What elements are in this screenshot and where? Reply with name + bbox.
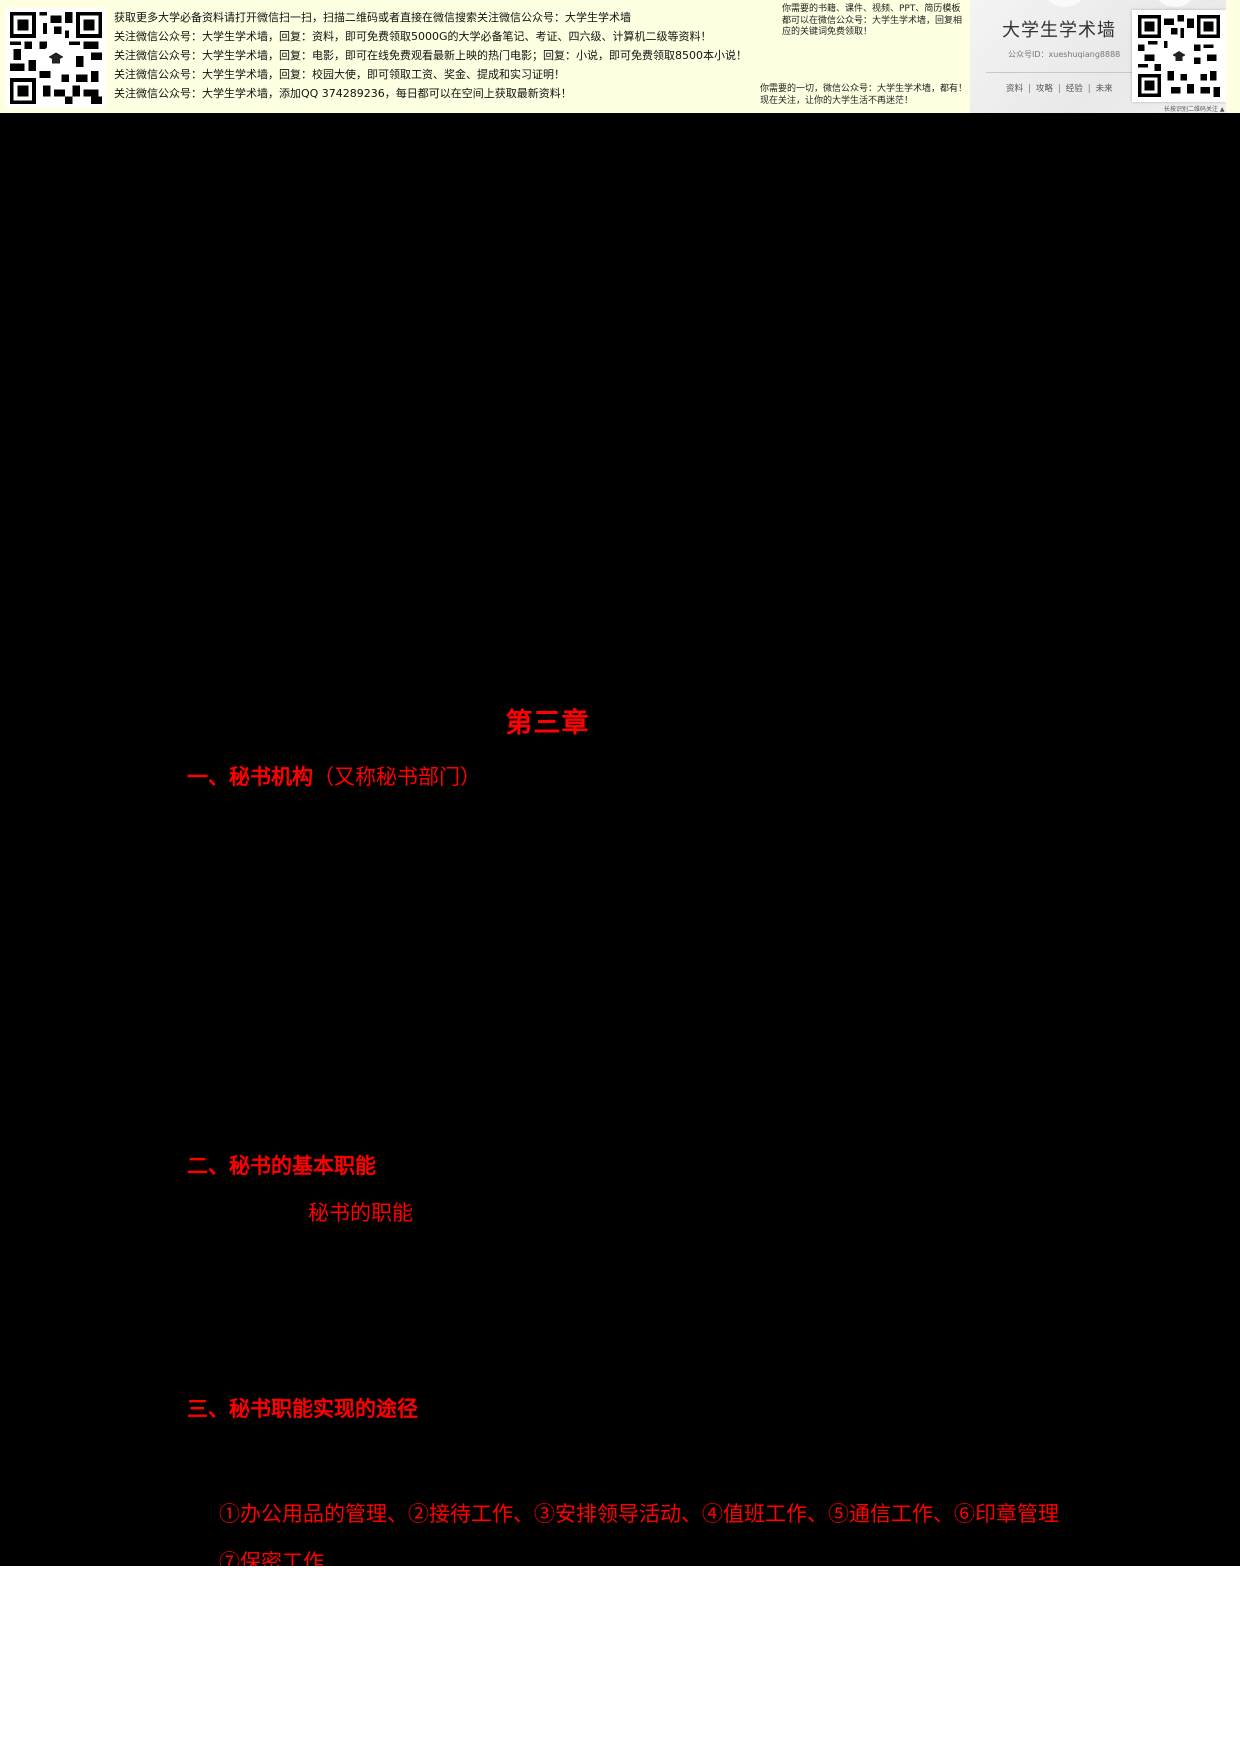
brand-nav-item: 未来 <box>1095 84 1113 94</box>
qr-code-left <box>6 8 106 108</box>
section-title: 秘书的基本职能 <box>229 1153 376 1178</box>
section-heading-3: 三、秘书职能实现的途径 <box>187 1393 418 1423</box>
section-title: 秘书机构 <box>229 764 313 789</box>
side-note-line: 你需要的书籍、课件、视频、PPT、简历模板 <box>782 4 961 14</box>
page-margin-bottom <box>0 1566 1240 1754</box>
section-title: 秘书职能实现的途径 <box>229 1396 418 1421</box>
promo-line: 关注微信公众号：大学生学术墙，添加QQ 374289236，每日都可以在空间上获… <box>114 87 572 100</box>
brand-nav-item: 资料 <box>1006 84 1024 94</box>
qr-caption: 长按识别二维码关注 ▲ <box>1164 106 1225 113</box>
side-note-line: 你需要的一切，微信公众号：大学生学术墙，都有！ <box>760 84 968 94</box>
qr-code-icon <box>10 12 102 104</box>
banner-edge <box>1226 0 1240 113</box>
promo-line: 关注微信公众号：大学生学术墙，回复：校园大使，即可领取工资、奖金、提成和实习证明… <box>114 68 565 81</box>
side-note-line: 应的关键词免费领取！ <box>782 27 873 37</box>
subheading: 秘书的职能 <box>308 1201 413 1225</box>
brand-nav-item: 经验 <box>1065 84 1083 94</box>
section-number: 一、 <box>187 764 229 789</box>
side-note-line: 都可以在微信公众号：大学生学术墙，回复相 <box>782 15 963 26</box>
promo-line: 关注微信公众号：大学生学术墙，回复：电影，即可在线免费观看最新上映的热门电影；回… <box>114 49 747 62</box>
separator: | <box>1028 84 1031 94</box>
qr-code-right <box>1132 10 1226 102</box>
promo-side-note-top: 你需要的书籍、课件、视频、PPT、简历模板 都可以在微信公众号：大学生学术墙，回… <box>782 4 972 39</box>
promo-text-lines: 获取更多大学必备资料请打开微信扫一扫，扫描二维码或者直接在微信搜索关注微信公众号… <box>114 8 794 103</box>
promo-banner: 获取更多大学必备资料请打开微信扫一扫，扫描二维码或者直接在微信搜索关注微信公众号… <box>0 0 1240 113</box>
separator: | <box>1087 84 1091 94</box>
section-heading-2: 二、秘书的基本职能 <box>187 1150 376 1180</box>
promo-line: 关注微信公众号：大学生学术墙，回复：资料，即可免费领取5000G的大学必备笔记、… <box>114 30 712 43</box>
section-number: 二、 <box>187 1153 229 1178</box>
brand-nav: 资料 | 攻略 | 经验 | 未来 <box>1006 82 1113 94</box>
document-page: 第三章 一、秘书机构（又称秘书部门） 二、秘书的基本职能 秘书的职能 三、秘书职… <box>0 113 1240 1574</box>
divider <box>986 72 1136 73</box>
side-note-line: 现在关注，让你的大学生活不再迷茫！ <box>760 95 914 106</box>
separator: | <box>1057 84 1061 94</box>
promo-line: 获取更多大学必备资料请打开微信扫一扫，扫描二维码或者直接在微信搜索关注微信公众号… <box>114 11 631 24</box>
promo-side-note-bottom: 你需要的一切，微信公众号：大学生学术墙，都有！ 现在关注，让你的大学生活不再迷茫… <box>760 84 970 107</box>
brand-nav-item: 攻略 <box>1035 84 1053 94</box>
section-heading-1: 一、秘书机构（又称秘书部门） <box>187 761 481 791</box>
section-title-note: （又称秘书部门） <box>313 765 481 789</box>
chapter-title: 第三章 <box>505 708 590 739</box>
qr-code-icon <box>1138 15 1220 97</box>
brand-account-id: 公众号ID：xueshuqiang8888 <box>1008 50 1121 59</box>
brand-title: 大学生学术墙 <box>1002 20 1116 41</box>
body-paragraph: ①办公用品的管理、②接待工作、③安排领导活动、④值班工作、⑤通信工作、⑥印章管理… <box>219 1502 1059 1574</box>
section-number: 三、 <box>187 1396 229 1421</box>
